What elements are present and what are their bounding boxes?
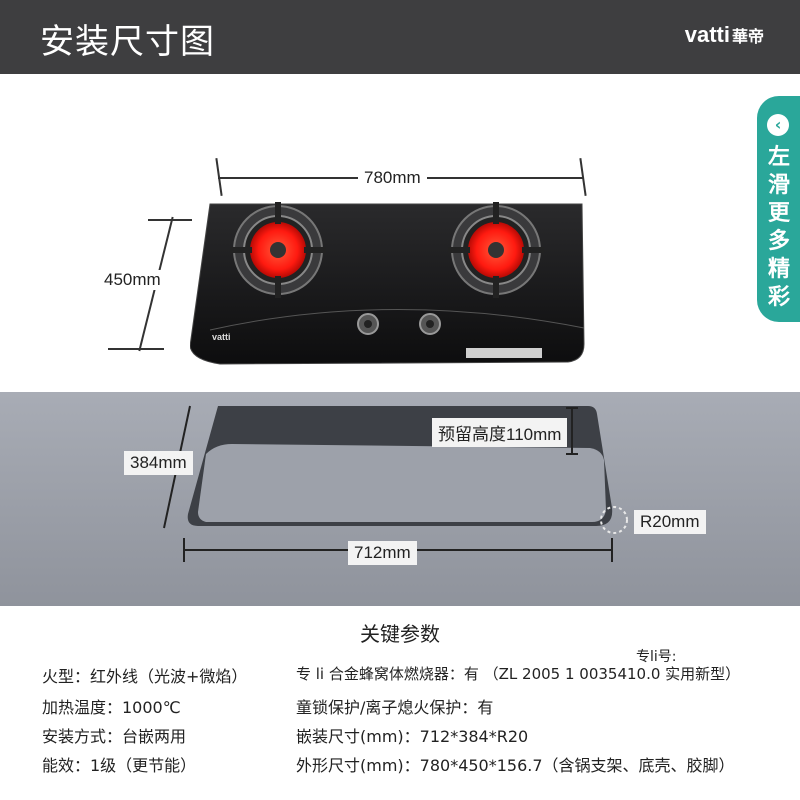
cooktop-logo: vatti [212, 332, 231, 342]
chevron-left-icon: ‹ [767, 114, 789, 136]
spec-heating-temp: 加热温度：1000℃ [42, 698, 181, 717]
brand-name-cn: 華帝 [731, 27, 764, 46]
page-title: 安装尺寸图 [40, 22, 215, 62]
cutout-depth-label: 384mm [124, 451, 193, 475]
left-knob [357, 313, 379, 335]
swipe-more-label: 左滑更多精彩 [767, 145, 790, 310]
corner-radius-label: R20mm [634, 510, 706, 534]
reserve-height-label: 预留高度110mm [432, 418, 568, 447]
params-title: 关键参数 [360, 622, 440, 646]
right-knob [419, 313, 441, 335]
spec-cutout-size: 嵌装尺寸(mm)：712*384*R20 [296, 727, 529, 746]
spec-installation: 安装方式：台嵌两用 [42, 727, 187, 746]
corner-radius-marker [600, 506, 628, 534]
spec-burner: 专 li 合金蜂窝体燃烧器：有 （ZL 2005 1 0035410.0 实用新… [296, 665, 741, 683]
cutout-drawing [163, 405, 628, 562]
spec-protection: 童锁保护/离子熄火保护：有 [296, 698, 494, 717]
swipe-more-tab[interactable]: ‹ 左滑更多精彩 [757, 96, 800, 322]
width-dimension-label: 780mm [358, 168, 427, 188]
brand-name: vatti [684, 22, 730, 47]
spec-flame-type: 火型：红外线（光波+微焰） [42, 667, 248, 686]
spec-outer-size: 外形尺寸(mm)：780*450*156.7（含锅支架、底壳、胶脚） [296, 756, 735, 775]
cutout-width-label: 712mm [348, 541, 417, 565]
patent-note: 专li号: [636, 649, 677, 665]
depth-dimension-tick-bottom [108, 348, 164, 350]
rating-label [466, 348, 542, 358]
cooktop-image: vatti [190, 202, 585, 365]
depth-dimension-label: 450mm [98, 270, 167, 290]
left-burner [230, 202, 326, 298]
spec-energy-efficiency: 能效：1级（更节能） [42, 756, 197, 775]
right-burner [448, 202, 544, 298]
